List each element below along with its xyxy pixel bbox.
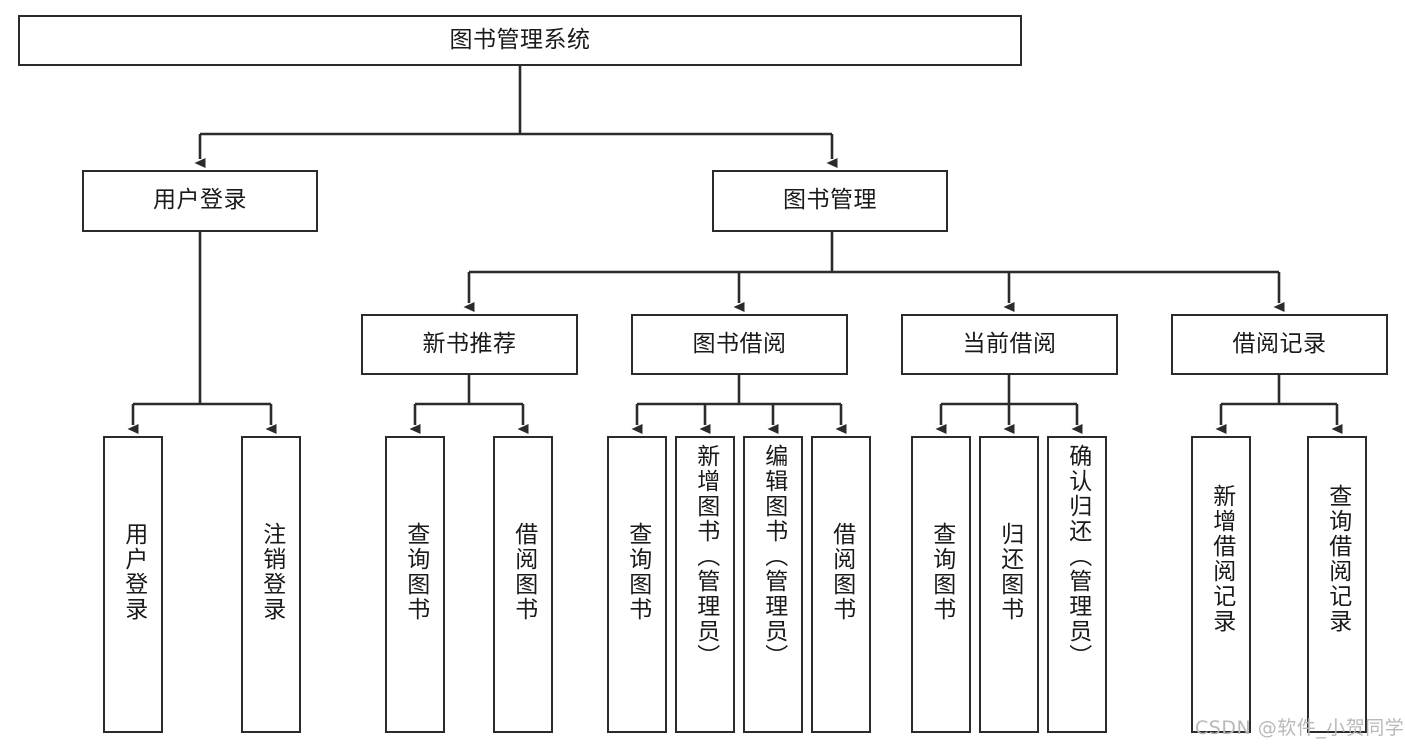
- csdn-watermark: CSDN @软件_小贺同学: [1195, 717, 1405, 739]
- node-label: 新增图书（管理员）: [692, 444, 719, 669]
- node-label: 确认归还（管理员）: [1064, 444, 1091, 669]
- node-label: 图书管理系统: [449, 26, 591, 53]
- node-label: 借阅图书: [828, 522, 855, 622]
- leaf-user-login[interactable]: 用户登录: [103, 436, 163, 733]
- leaf-logout[interactable]: 注销登录: [241, 436, 301, 733]
- node-label: 编辑图书（管理员）: [760, 444, 787, 669]
- leaf-add-borrow-record[interactable]: 新增借阅记录: [1191, 436, 1251, 733]
- node-label: 用户登录: [120, 522, 147, 622]
- node-root-system[interactable]: 图书管理系统: [18, 15, 1022, 66]
- leaf-borrow-book-newbook[interactable]: 借阅图书: [493, 436, 553, 733]
- leaf-return-book[interactable]: 归还图书: [979, 436, 1039, 733]
- node-borrow-record[interactable]: 借阅记录: [1171, 314, 1388, 375]
- node-label: 当前借阅: [962, 330, 1057, 357]
- node-label: 注销登录: [258, 522, 285, 622]
- node-new-book-recommend[interactable]: 新书推荐: [361, 314, 578, 375]
- node-label: 借阅记录: [1232, 330, 1327, 357]
- node-label: 新书推荐: [422, 330, 517, 357]
- node-label: 查询图书: [928, 522, 955, 622]
- node-label: 查询借阅记录: [1324, 484, 1351, 634]
- node-label: 借阅图书: [510, 522, 537, 622]
- node-label: 新增借阅记录: [1208, 484, 1235, 634]
- leaf-borrow-book[interactable]: 借阅图书: [811, 436, 871, 733]
- node-label: 用户登录: [153, 187, 247, 214]
- node-book-borrow[interactable]: 图书借阅: [631, 314, 848, 375]
- node-label: 查询图书: [402, 522, 429, 622]
- leaf-confirm-return-admin[interactable]: 确认归还（管理员）: [1047, 436, 1107, 733]
- leaf-edit-book-admin[interactable]: 编辑图书（管理员）: [743, 436, 803, 733]
- leaf-query-book-current[interactable]: 查询图书: [911, 436, 971, 733]
- node-current-borrow[interactable]: 当前借阅: [901, 314, 1118, 375]
- node-book-management[interactable]: 图书管理: [712, 170, 948, 232]
- node-label: 图书管理: [783, 187, 877, 214]
- node-label: 图书借阅: [692, 330, 787, 357]
- leaf-query-book-borrow[interactable]: 查询图书: [607, 436, 667, 733]
- leaf-query-book-newbook[interactable]: 查询图书: [385, 436, 445, 733]
- leaf-add-book-admin[interactable]: 新增图书（管理员）: [675, 436, 735, 733]
- node-label: 查询图书: [624, 522, 651, 622]
- leaf-query-borrow-record[interactable]: 查询借阅记录: [1307, 436, 1367, 733]
- node-label: 归还图书: [996, 522, 1023, 622]
- node-user-login[interactable]: 用户登录: [82, 170, 318, 232]
